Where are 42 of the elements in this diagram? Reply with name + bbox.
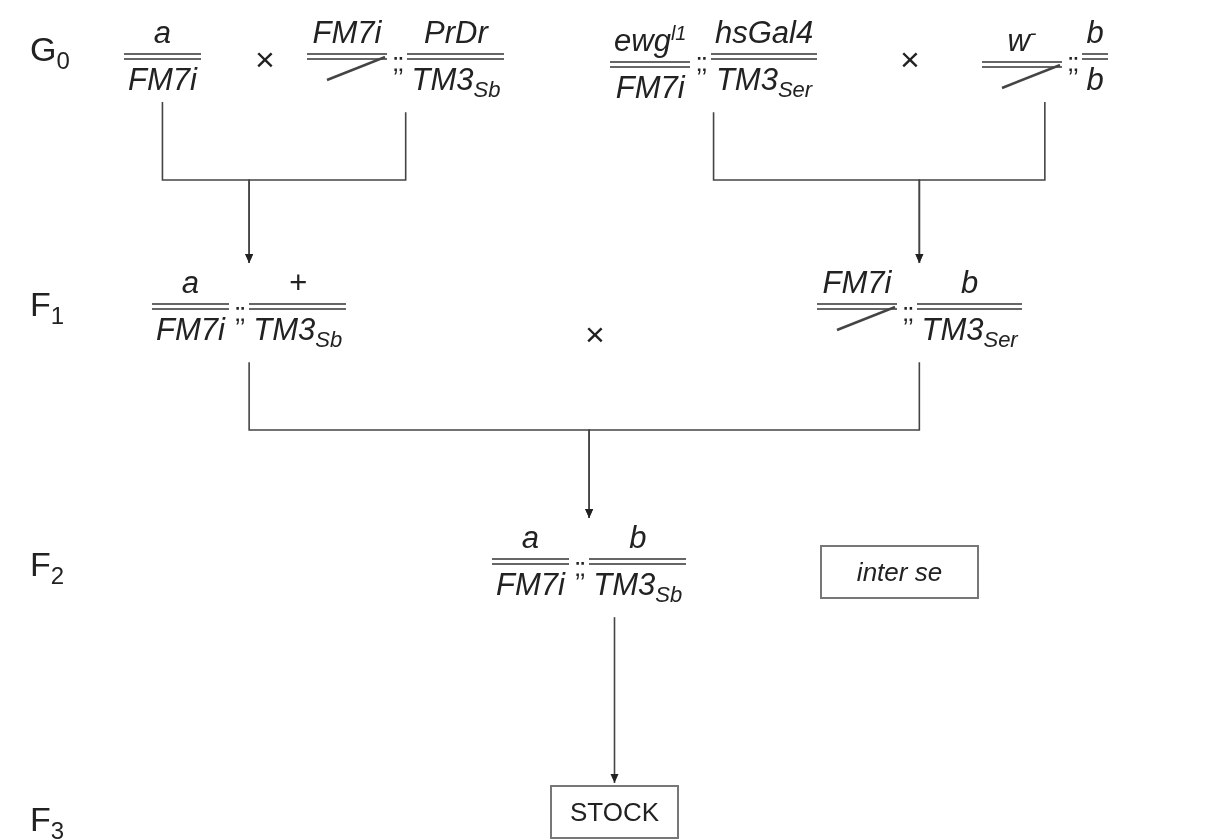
genotype-label: + (287, 265, 308, 301)
separator-mark: ;; (232, 299, 246, 325)
arrow (585, 361, 921, 519)
genotype-label: hsGal4 (713, 15, 815, 51)
cross-symbol: × (255, 40, 275, 79)
genotype-label: FM7i (614, 70, 687, 107)
genotype-label: TM3$_{Sb}$ (252, 312, 344, 355)
genotype-label: a (152, 15, 173, 51)
genotype-label: ewg$^{l1}$ (613, 21, 688, 60)
genotype-label: PrDr (423, 15, 490, 51)
cross-symbol: × (900, 40, 920, 79)
result-box: STOCK (550, 785, 679, 839)
generation-label: F$_{1}$ (30, 285, 65, 330)
separator-mark: ;; (1066, 49, 1079, 75)
separator-mark: ;; (694, 49, 707, 75)
genotype-label: FM7i (155, 312, 227, 348)
genotype-label: FM7i (821, 265, 893, 301)
genotype-label: TM3$_{Sb}$ (410, 62, 502, 105)
arrow (245, 111, 407, 264)
arrow (610, 616, 619, 784)
genotype-label: b (628, 520, 648, 556)
generation-label: F$_{2}$ (30, 545, 65, 590)
genotype-label: FM7i (127, 62, 199, 98)
arrow (915, 101, 1046, 264)
cross-symbol: × (585, 315, 605, 354)
separator-mark: ;; (391, 49, 404, 75)
genotype-label: w$^{-}$ (1006, 21, 1038, 60)
generation-label: G$_{0}$ (30, 30, 70, 75)
generation-label: F$_{3}$ (30, 800, 65, 840)
separator-mark: ;; (572, 554, 586, 580)
genotype-label: FM7i (495, 567, 567, 603)
genotype-label: TM3$_{Ser}$ (714, 62, 814, 105)
note-box: inter se (820, 545, 979, 599)
genotype-label: a (520, 520, 541, 556)
genotype-label: TM3$_{Ser}$ (920, 312, 1020, 355)
genotype-label: TM3$_{Sb}$ (592, 567, 684, 610)
genotype-label: FM7i (311, 15, 383, 51)
separator-mark: ;; (901, 299, 914, 325)
genotype-label: b (1085, 15, 1105, 51)
genotype-label: a (180, 265, 201, 301)
genotype-label: b (1085, 62, 1105, 98)
genotype-label: b (959, 265, 980, 301)
